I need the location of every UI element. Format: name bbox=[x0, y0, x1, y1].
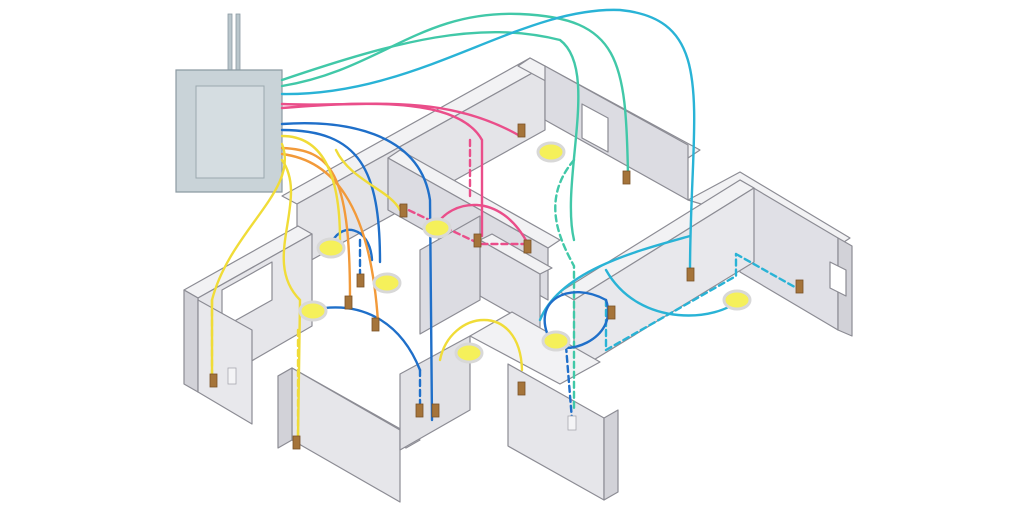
wires bbox=[210, 8, 802, 442]
wire-cyan bbox=[280, 8, 696, 274]
wall-front-3-side bbox=[603, 409, 619, 501]
electrical-panel bbox=[175, 13, 283, 193]
outlet-5 bbox=[523, 239, 532, 254]
outlet-3 bbox=[399, 203, 408, 218]
wire-yellow-4 bbox=[438, 318, 524, 372]
ceiling-lights bbox=[298, 141, 752, 364]
wire-yellow-dash bbox=[210, 298, 300, 440]
wire-teal-2 bbox=[280, 30, 580, 242]
switch-plate-1 bbox=[227, 367, 237, 385]
outlet-14 bbox=[431, 403, 440, 418]
wire-pink-2 bbox=[280, 102, 522, 138]
wire-teal-3 bbox=[554, 158, 576, 412]
light-fixture-3 bbox=[316, 237, 346, 259]
panel-conduit-2 bbox=[235, 13, 241, 71]
switch-plates bbox=[227, 367, 577, 431]
panel-conduit-1 bbox=[227, 13, 233, 71]
window-back bbox=[581, 103, 609, 153]
wall-right-notch bbox=[829, 261, 847, 297]
outlet-13 bbox=[415, 403, 424, 418]
outlet-16 bbox=[292, 435, 301, 450]
wire-yellow-5 bbox=[334, 148, 402, 212]
wire-pink-loop bbox=[434, 203, 530, 246]
light-fixture-1 bbox=[536, 141, 566, 163]
outlet-1 bbox=[517, 123, 526, 138]
wall-left-front bbox=[183, 289, 199, 393]
wall-back-right-face bbox=[544, 65, 689, 201]
outlet-4 bbox=[473, 233, 482, 248]
outlet-7 bbox=[344, 295, 353, 310]
light-fixture-4 bbox=[372, 272, 402, 294]
wire-yellow-2 bbox=[210, 142, 287, 382]
wall-hall bbox=[419, 215, 481, 335]
outlet-11 bbox=[607, 305, 616, 320]
switch-plate-2 bbox=[567, 415, 577, 431]
light-fixture-2 bbox=[422, 217, 452, 239]
wall-front-1 bbox=[291, 367, 401, 503]
outlet-15 bbox=[517, 381, 526, 396]
light-fixture-5 bbox=[298, 300, 328, 322]
panel-door bbox=[195, 85, 265, 179]
outlet-9 bbox=[686, 267, 695, 282]
wire-blue bbox=[280, 122, 434, 422]
wire-yellow bbox=[280, 134, 342, 242]
wire-yellow-3 bbox=[280, 158, 302, 442]
wire-blue-2 bbox=[280, 128, 382, 264]
outlet-2 bbox=[622, 170, 631, 185]
outlet-6 bbox=[356, 273, 365, 288]
outlet-10 bbox=[795, 279, 804, 294]
outlet-8 bbox=[371, 317, 380, 332]
wire-blue-5 bbox=[543, 290, 610, 350]
wire-pink-dash bbox=[398, 138, 530, 246]
light-fixture-6 bbox=[454, 342, 484, 364]
light-fixture-8 bbox=[722, 289, 752, 311]
light-fixture-7 bbox=[541, 330, 571, 352]
wire-teal bbox=[280, 12, 630, 178]
wire-blue-3 bbox=[310, 306, 422, 372]
wire-orange bbox=[280, 146, 352, 300]
outlets bbox=[209, 123, 804, 450]
wall-front-1-side bbox=[277, 367, 293, 449]
outlet-12 bbox=[209, 373, 218, 388]
